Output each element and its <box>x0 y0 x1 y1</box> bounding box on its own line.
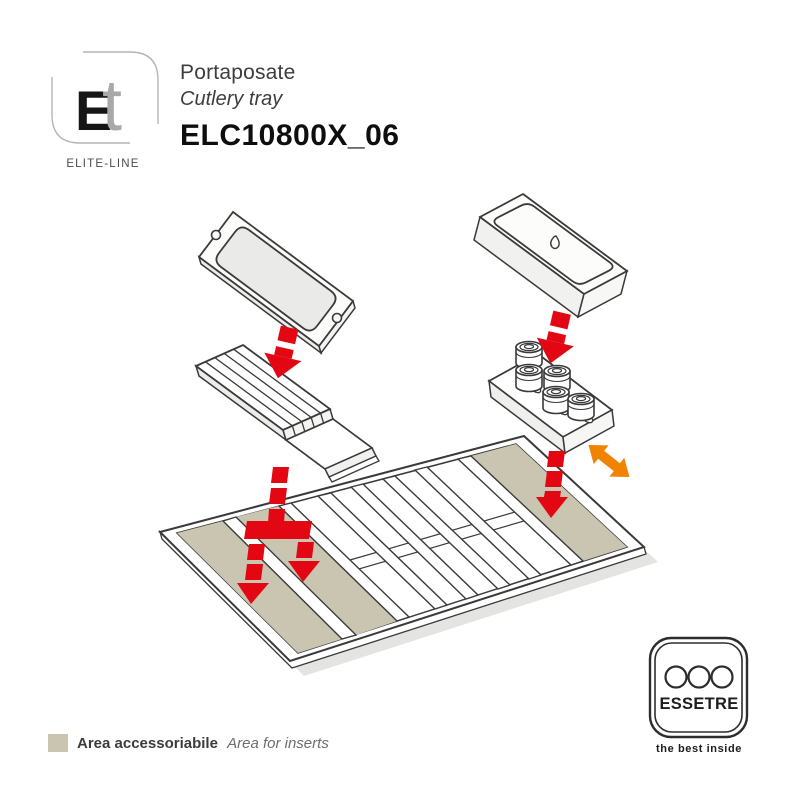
knife-block-insert <box>194 343 380 483</box>
cover-plate-side-left <box>197 255 323 355</box>
knife-block-end <box>282 407 334 442</box>
divider-wall <box>413 466 543 580</box>
tray-shadow <box>174 451 658 676</box>
spice-jars <box>515 340 595 422</box>
lid-side-left <box>473 215 585 319</box>
knife-block-side <box>194 364 288 442</box>
logo-monogram-t: t <box>102 66 122 146</box>
screw-icon <box>331 312 343 324</box>
base-hole <box>580 412 594 424</box>
double-arrow-icon <box>588 444 630 478</box>
logo-frame-arc-top <box>83 51 159 124</box>
insert-area-left-1 <box>177 521 342 653</box>
legend-swatch <box>48 734 68 752</box>
product-name-it: Portaposate <box>180 61 296 84</box>
spice-jar <box>542 385 570 415</box>
assembly-arrows <box>237 310 574 604</box>
base-hole <box>528 382 542 394</box>
tray-middle-step <box>348 511 526 570</box>
product-name-en: Cutlery tray <box>180 88 283 111</box>
main-tray <box>158 434 647 669</box>
divider-wall <box>277 502 411 622</box>
logo-frame-arc-bottom <box>51 77 130 144</box>
knife-block-lip <box>323 447 378 478</box>
spice-jar <box>515 340 543 370</box>
dashed-down-arrow-icon <box>536 451 568 518</box>
divider-wall <box>316 492 449 610</box>
lid-side-right <box>576 269 629 319</box>
branched-dashed-arrow-icon <box>237 467 320 604</box>
badge-tagline: the best inside <box>656 743 742 755</box>
logo-series-label: ELITE-LINE <box>66 158 139 170</box>
badge-outer-frame <box>648 636 749 739</box>
tray-floor <box>175 443 629 654</box>
knife-block-ridges <box>205 348 325 436</box>
badge-circle-icon <box>710 665 734 689</box>
divider-walls <box>221 455 585 640</box>
insert-area-left-2 <box>236 506 397 635</box>
tray-outer-wall <box>158 529 647 669</box>
logo-monogram-e: E <box>75 79 112 142</box>
insert-area-right <box>471 444 627 561</box>
spice-jar <box>567 392 595 422</box>
lid-top <box>478 192 629 296</box>
elite-line-logo: E t ELITE-LINE <box>51 51 159 170</box>
badge-inner-frame <box>654 642 743 733</box>
cover-plate-inner-panel <box>215 226 337 332</box>
jar-rack-base-top <box>487 352 614 439</box>
divider-wall <box>221 516 358 640</box>
spice-rack-lid <box>473 192 629 319</box>
lid-finger-hole <box>550 235 560 250</box>
title-block: Portaposate Cutlery tray ELC10800X_06 <box>180 61 400 153</box>
badge-circle-icon <box>687 665 711 689</box>
tray-rim <box>158 434 646 663</box>
knife-block-mat <box>284 418 374 470</box>
screw-icon <box>210 229 222 241</box>
insert-area-swatch <box>48 734 68 752</box>
cover-plate-top <box>197 210 355 348</box>
divider-wall <box>381 475 512 590</box>
cover-plate-side-right <box>318 299 356 355</box>
down-arrow-icon <box>264 325 302 379</box>
divider-wall <box>456 455 585 566</box>
product-code: ELC10800X_06 <box>180 119 400 153</box>
knife-block-top <box>194 343 332 432</box>
insert-areas <box>177 444 627 653</box>
lid-inner-outline <box>493 203 614 285</box>
badge-brand-name: ESSETRE <box>659 695 738 713</box>
knife-block-lip-edge <box>328 455 380 483</box>
base-hole <box>555 404 569 416</box>
legend-label-it: Area accessoriabile <box>77 734 218 752</box>
legend-label-en: Area for inserts <box>227 734 329 752</box>
badge-circle-icon <box>664 665 688 689</box>
jar-rack-base-side-right <box>562 408 615 455</box>
down-arrow-icon <box>536 310 574 364</box>
legend: Area accessoriabile Area for inserts <box>48 734 329 752</box>
jar-rack-base-side-left <box>488 379 566 455</box>
spice-jar-rack <box>487 340 615 455</box>
legend-text: Area accessoriabile Area for inserts <box>77 735 329 752</box>
cover-plate <box>197 210 356 355</box>
spice-jar <box>515 363 543 393</box>
essetre-badge: ESSETRE the best inside <box>648 636 749 755</box>
spice-jar <box>543 364 571 394</box>
divider-wall <box>349 483 480 600</box>
